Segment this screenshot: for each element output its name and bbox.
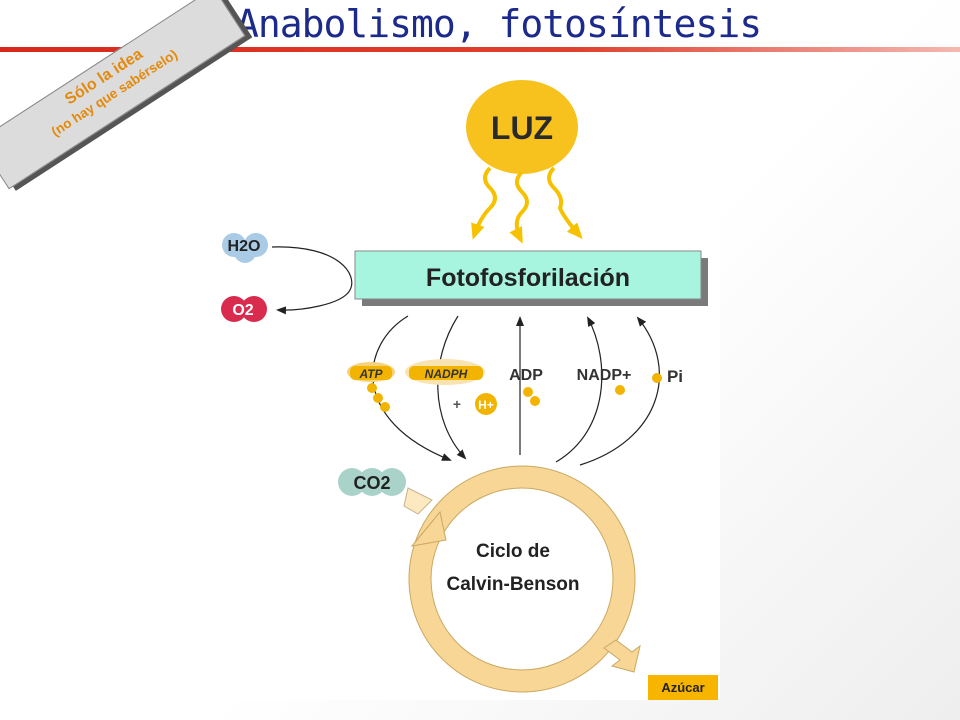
calvin-cycle: Ciclo de Calvin-Benson xyxy=(408,465,636,693)
co2-entry-arrow xyxy=(403,487,433,515)
adp-molecule: ADP xyxy=(509,367,543,406)
svg-text:Azúcar: Azúcar xyxy=(661,680,704,695)
sugar-label: Azúcar xyxy=(648,675,718,700)
svg-text:H+: H+ xyxy=(478,398,494,412)
diagram-panel xyxy=(214,72,720,700)
nadph-molecule: NADPH + H+ xyxy=(405,359,497,415)
svg-text:O2: O2 xyxy=(232,302,253,319)
svg-text:Pi: Pi xyxy=(667,367,683,386)
water-oxygen-arrow xyxy=(271,246,353,315)
svg-text:LUZ: LUZ xyxy=(491,110,553,146)
page-title: Anabolismo, fotosíntesis xyxy=(236,2,762,46)
svg-text:Calvin-Benson: Calvin-Benson xyxy=(446,574,579,595)
co2-molecule: CO2 xyxy=(338,468,406,496)
phosphate: Pi xyxy=(652,367,683,386)
water-molecule: H2O xyxy=(222,233,268,263)
sugar-exit-arrow xyxy=(603,639,641,673)
svg-text:ATP: ATP xyxy=(358,367,383,381)
oxygen-molecule: O2 xyxy=(221,296,267,322)
svg-text:Fotofosforilación: Fotofosforilación xyxy=(426,264,630,292)
svg-text:NADPH: NADPH xyxy=(425,367,468,381)
nadp-molecule: NADP+ xyxy=(577,367,632,395)
header-rule xyxy=(0,47,960,52)
svg-text:H2O: H2O xyxy=(228,238,261,255)
svg-text:CO2: CO2 xyxy=(353,473,390,493)
svg-text:ADP: ADP xyxy=(509,367,543,384)
svg-text:+: + xyxy=(453,396,461,412)
atp-molecule: ATP xyxy=(347,362,395,412)
svg-text:NADP+: NADP+ xyxy=(577,367,632,384)
light-rays xyxy=(471,166,583,244)
light-node: LUZ xyxy=(466,80,578,174)
phosphorylation-box: Fotofosforilación xyxy=(354,250,708,306)
svg-text:Ciclo de: Ciclo de xyxy=(476,541,550,562)
